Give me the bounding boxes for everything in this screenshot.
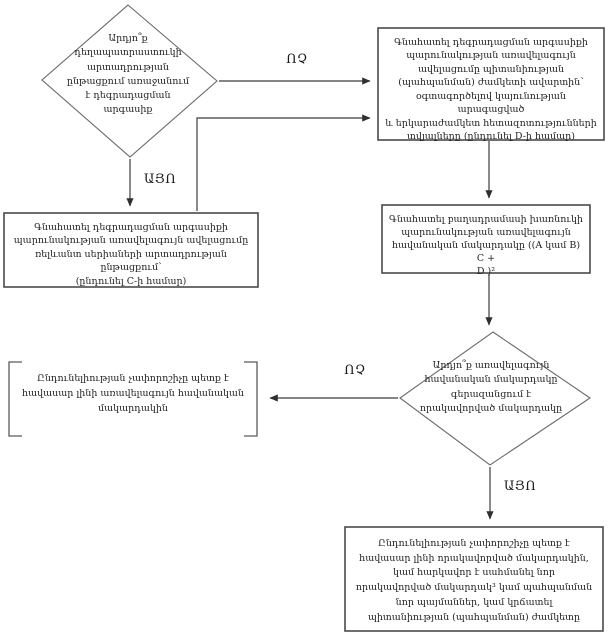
bracket-right [244,361,258,437]
edge-manufacture-to-shelf-life [196,114,371,211]
criterion-qualified-level-box [344,526,604,632]
decision-exceeds-text: Արդյո՞ք առավելագույն հավանական մակարդակը… [419,360,563,414]
estimate-probable-level-box [381,204,591,274]
decision-exceeds-shape [399,331,591,466]
decision-degradation-shape [41,4,218,158]
criterion-qualified-level-text: Ընդունելիության չափորոշիչը պետք է հավասա… [355,538,593,623]
estimate-shelf-life-text: Գնահատել դեգրադացման արգասիքի պարունակու… [385,37,597,143]
edge-label-no-bottom: ՈՉ [344,363,366,378]
estimate-manufacture-box [3,212,259,288]
bracket-left [8,361,22,437]
edge-label-no-top: ՈՉ [286,52,308,67]
decision-degradation-text: Արդյո՞ք դեղապատրաստուկի արտադրության ընթ… [66,33,190,116]
estimate-manufacture-text: Գնահատել դեգրադացման արգասիքի պարունակու… [13,222,249,287]
edge-label-yes-top: ԱՅՈ [143,172,177,187]
edge-label-yes-bottom: ԱՅՈ [503,479,537,494]
estimate-shelf-life-box [377,27,605,141]
estimate-probable-level-text: Գնահատել բաղադրամասի խառնուկի պարունակու… [389,214,583,278]
criterion-probable-level-text: Ընդունելիության չափորոշիչը պետք է հավասա… [22,373,244,415]
